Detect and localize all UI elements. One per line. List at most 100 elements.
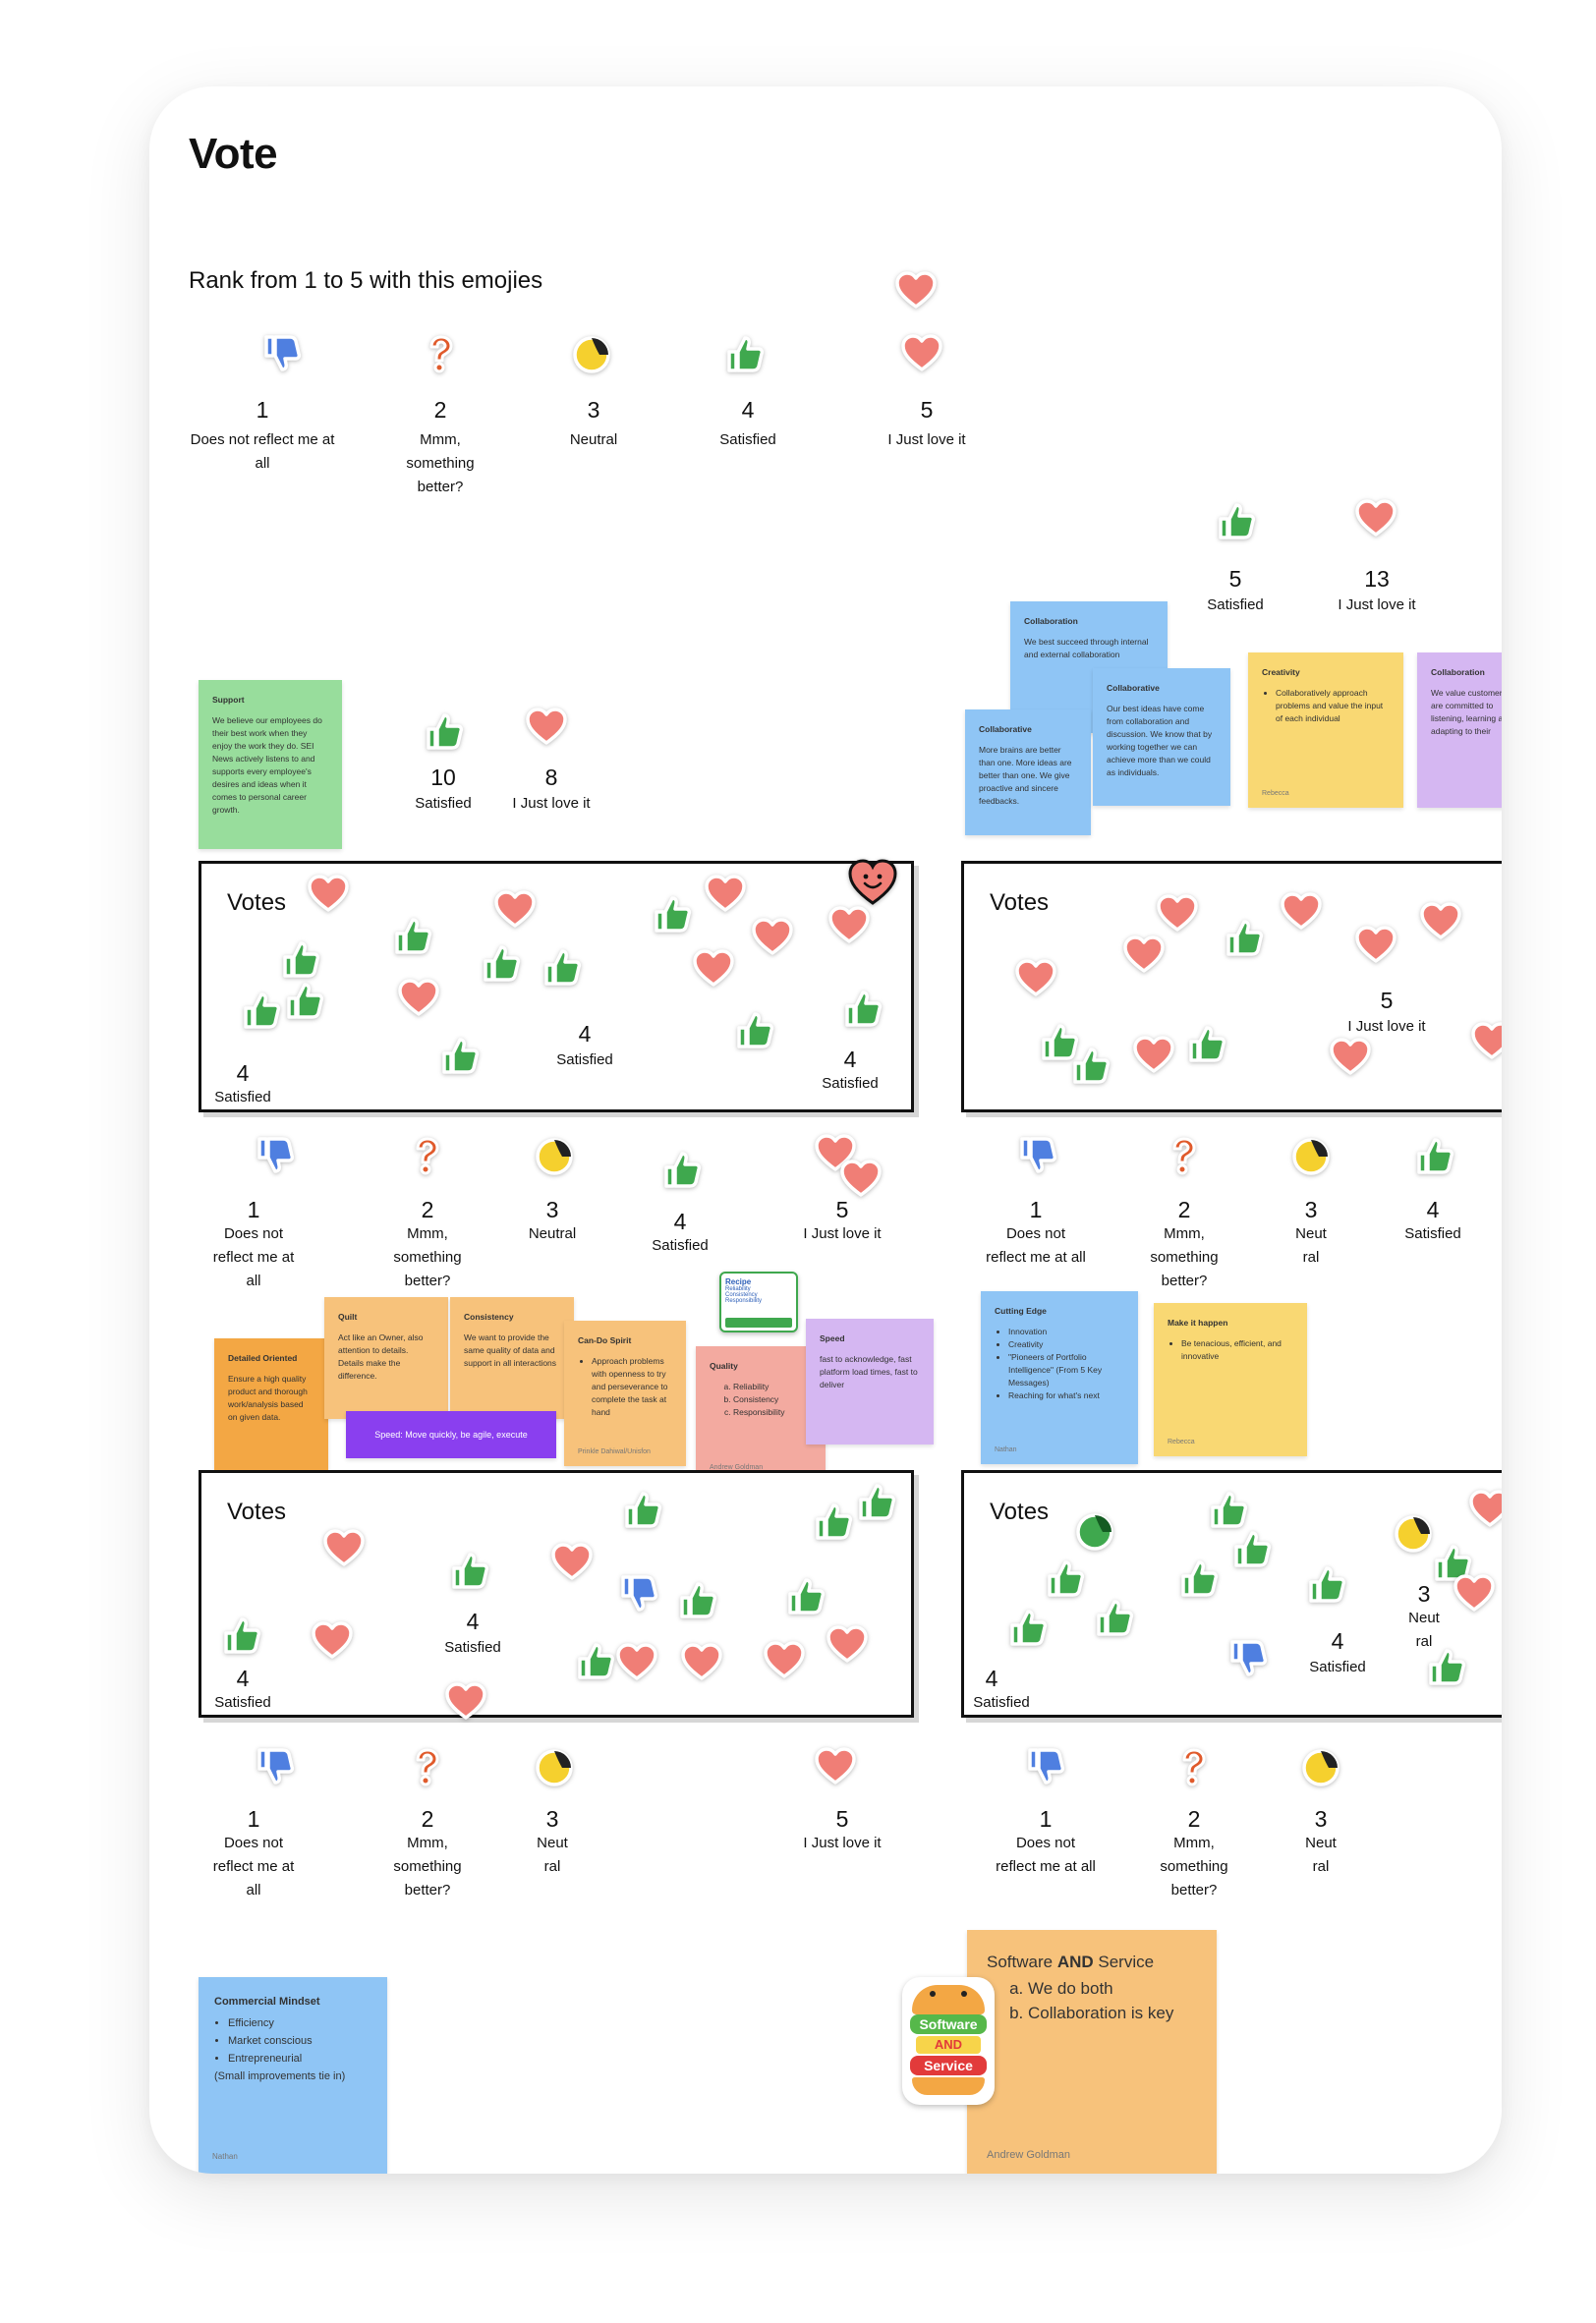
heart-icon[interactable]: [1329, 1036, 1372, 1079]
thumb-up-icon[interactable]: [676, 1578, 719, 1621]
thumb-up-icon[interactable]: [855, 1480, 898, 1523]
heart-icon[interactable]: [827, 904, 871, 947]
heart-icon[interactable]: [493, 888, 537, 932]
heart-icon[interactable]: [1132, 1034, 1175, 1077]
thumb-up-icon[interactable]: [220, 1614, 263, 1657]
thumb-up-icon[interactable]: [1038, 1020, 1081, 1063]
thumb-up-icon[interactable]: [1177, 1557, 1221, 1600]
sticky-note-creativity[interactable]: Creativity Collaboratively approach prob…: [1248, 652, 1403, 808]
thumb-up-icon[interactable]: [841, 987, 884, 1030]
sticky-note-make-it-happen[interactable]: Make it happen Be tenacious, efficient, …: [1154, 1303, 1307, 1456]
question-icon[interactable]: [1162, 1134, 1205, 1177]
thumb-up-icon[interactable]: [723, 332, 767, 375]
heart-icon[interactable]: [1354, 924, 1397, 967]
sticky-note-quality[interactable]: Quality Reliability Consistency Responsi…: [696, 1346, 826, 1482]
thumb-up-icon[interactable]: [1069, 1044, 1112, 1087]
sticky-note-consistency[interactable]: Consistency We want to provide the same …: [450, 1297, 574, 1419]
thumb-up-icon[interactable]: [812, 1500, 855, 1543]
thumb-up-icon[interactable]: [1044, 1557, 1087, 1600]
thumb-up-icon[interactable]: [240, 989, 283, 1032]
votes-box-2[interactable]: Votes 5 I Just love it: [961, 861, 1502, 1112]
sticky-note-quilt[interactable]: Quilt Act like an Owner, also attention …: [324, 1297, 448, 1419]
neutral-face-icon[interactable]: [1073, 1509, 1116, 1553]
thumb-up-icon[interactable]: [1006, 1606, 1050, 1649]
heart-icon[interactable]: [525, 706, 568, 749]
thumb-up-icon[interactable]: [574, 1639, 617, 1682]
thumb-down-icon[interactable]: [1226, 1637, 1270, 1680]
thumb-up-icon[interactable]: [438, 1034, 482, 1077]
heart-icon[interactable]: [322, 1527, 366, 1570]
sticky-note-speed[interactable]: Speed fast to acknowledge, fast platform…: [806, 1319, 934, 1445]
thumb-up-icon[interactable]: [1305, 1562, 1348, 1606]
speed-banner[interactable]: Speed: Move quickly, be agile, execute: [346, 1411, 556, 1458]
thumb-up-icon[interactable]: [1093, 1596, 1136, 1639]
thumb-up-icon[interactable]: [660, 1148, 704, 1191]
neutral-face-icon[interactable]: [533, 1745, 576, 1788]
thumb-up-icon[interactable]: [784, 1574, 827, 1617]
thumb-down-icon[interactable]: [1024, 1745, 1067, 1788]
thumb-up-icon[interactable]: [423, 709, 466, 753]
question-icon[interactable]: [405, 1745, 448, 1788]
recipe-card[interactable]: Recipe Reliability Consistency Responsib…: [719, 1272, 798, 1332]
thumb-up-icon[interactable]: [480, 941, 523, 985]
thumb-down-icon[interactable]: [254, 1134, 297, 1177]
burger-sticker[interactable]: Software AND Service: [902, 1977, 995, 2105]
thumb-up-icon[interactable]: [1207, 1488, 1250, 1531]
thumb-down-icon[interactable]: [1016, 1134, 1059, 1177]
neutral-face-icon[interactable]: [570, 332, 613, 375]
heart-icon[interactable]: [1122, 934, 1166, 977]
thumb-up-icon[interactable]: [541, 945, 584, 989]
thumb-up-icon[interactable]: [1413, 1134, 1456, 1177]
neutral-face-icon[interactable]: [1299, 1745, 1342, 1788]
heart-icon[interactable]: [550, 1541, 594, 1584]
thumb-up-icon[interactable]: [1185, 1022, 1228, 1065]
sticky-note-support[interactable]: Support We believe our employees do thei…: [199, 680, 342, 849]
neutral-face-icon[interactable]: [533, 1134, 576, 1177]
heart-icon[interactable]: [311, 1619, 354, 1663]
thumb-down-icon[interactable]: [260, 332, 304, 375]
heart-icon[interactable]: [1280, 890, 1323, 934]
thumb-up-icon[interactable]: [279, 937, 322, 981]
heart-icon[interactable]: [814, 1745, 857, 1788]
sticky-note-can-do-spirit[interactable]: Can-Do Spirit Approach problems with ope…: [564, 1321, 686, 1466]
heart-icon[interactable]: [397, 977, 440, 1020]
sticky-note-cutting-edge[interactable]: Cutting Edge Innovation Creativity "Pion…: [981, 1291, 1138, 1464]
smiling-heart-icon[interactable]: [847, 857, 898, 908]
whiteboard-canvas[interactable]: Vote Rank from 1 to 5 with this emojies …: [149, 86, 1502, 2174]
heart-icon[interactable]: [814, 1132, 857, 1175]
thumb-down-icon[interactable]: [617, 1572, 660, 1615]
heart-icon[interactable]: [763, 1639, 806, 1682]
thumb-up-icon[interactable]: [1215, 499, 1258, 542]
heart-icon[interactable]: [307, 873, 350, 916]
heart-icon[interactable]: [615, 1641, 658, 1684]
thumb-up-icon[interactable]: [391, 914, 434, 957]
heart-icon[interactable]: [826, 1623, 869, 1667]
heart-icon[interactable]: [444, 1680, 487, 1724]
heart-icon[interactable]: [1354, 497, 1397, 540]
question-icon[interactable]: [405, 1134, 448, 1177]
thumb-up-icon[interactable]: [733, 1008, 776, 1051]
heart-icon[interactable]: [692, 947, 735, 991]
heart-icon[interactable]: [1453, 1572, 1496, 1615]
sticky-note-commercial-mindset[interactable]: Commercial Mindset Efficiency Market con…: [199, 1977, 387, 2174]
thumb-up-icon[interactable]: [1223, 916, 1266, 959]
heart-icon[interactable]: [1470, 1020, 1502, 1063]
heart-icon[interactable]: [900, 332, 943, 375]
neutral-face-icon[interactable]: [1392, 1511, 1435, 1555]
heart-icon[interactable]: [1468, 1488, 1502, 1531]
neutral-face-icon[interactable]: [1289, 1134, 1333, 1177]
sticky-note-collaborative-2[interactable]: Collaborative More brains are better tha…: [965, 709, 1091, 835]
sticky-note-collaboration-2[interactable]: Collaboration We value customer and are …: [1417, 652, 1502, 808]
heart-icon[interactable]: [751, 916, 794, 959]
thumb-down-icon[interactable]: [254, 1745, 297, 1788]
thumb-up-icon[interactable]: [448, 1549, 491, 1592]
sticky-note-collaborative[interactable]: Collaborative Our best ideas have come f…: [1093, 668, 1230, 806]
thumb-up-icon[interactable]: [283, 979, 326, 1022]
thumb-up-icon[interactable]: [1230, 1527, 1274, 1570]
question-icon[interactable]: [1171, 1745, 1215, 1788]
heart-icon[interactable]: [680, 1641, 723, 1684]
question-icon[interactable]: [419, 332, 462, 375]
sticky-note-software-and-service[interactable]: Software AND Service We do both Collabor…: [967, 1930, 1217, 2174]
heart-icon[interactable]: [704, 873, 747, 916]
thumb-up-icon[interactable]: [651, 892, 694, 935]
